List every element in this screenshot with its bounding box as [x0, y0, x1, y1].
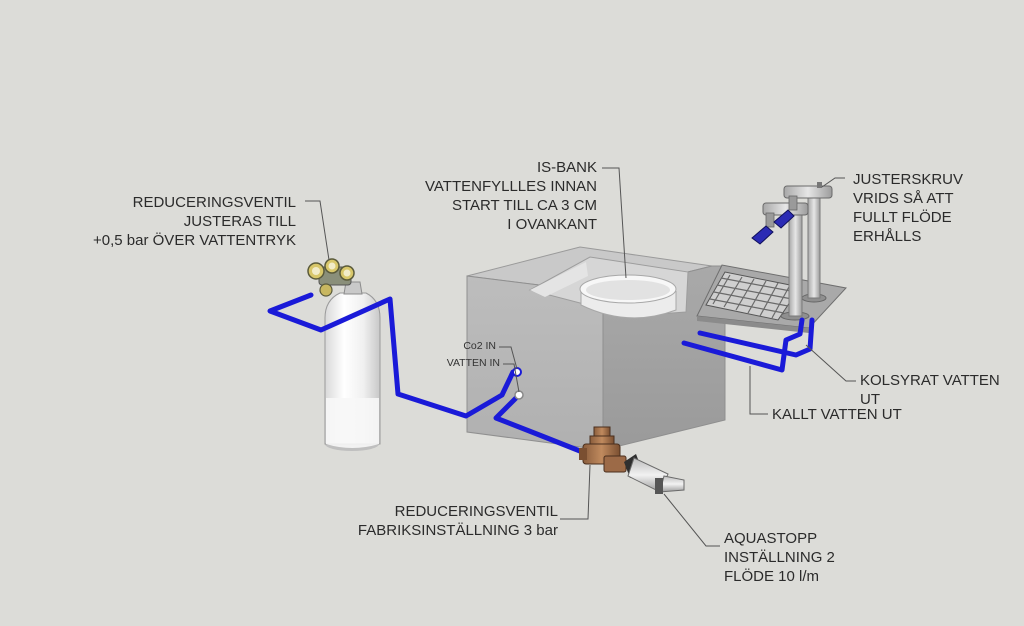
label-line: FABRIKSINSTÄLLNING 3 bar [357, 522, 558, 539]
tap-icon [751, 182, 833, 321]
label-line: AQUASTOPP [724, 530, 818, 547]
label-aquastop: AQUASTOPP INSTÄLLNING 2 FLÖDE 10 l/m [724, 529, 864, 586]
label-water-in: VATTEN IN [446, 357, 500, 369]
label-cold-out: KALLT VATTEN UT [772, 406, 902, 423]
carbonated-water-out-pipe [697, 317, 815, 358]
label-co2-in: Co2 IN [463, 340, 496, 352]
label-co2-regulator: REDUCERINGSVENTIL JUSTERAS TILL +0,5 bar… [40, 193, 296, 250]
leader-water-in [503, 363, 520, 393]
label-carbonated-out: KOLSYRAT VATTEN UT [860, 372, 1000, 408]
label-line: I OVANKANT [507, 216, 597, 233]
leader-co2-in [499, 346, 518, 370]
gas-cylinder-icon [324, 281, 381, 451]
label-line: REDUCERINGSVENTIL [132, 194, 296, 211]
leader-water-regulator [560, 464, 591, 520]
label-line: ERHÅLLS [853, 228, 922, 245]
label-line: REDUCERINGSVENTIL [394, 503, 558, 520]
pressure-regulator-icon [307, 258, 355, 297]
label-line: VATTENFYLLLES INNAN [425, 178, 597, 195]
leader-co2-regulator [305, 200, 330, 261]
label-line: VRIDS SÅ ATT [853, 190, 954, 207]
label-line: JUSTERSKRUV [853, 171, 964, 188]
water-inlet-fitting [514, 390, 524, 400]
label-line: JUSTERAS TILL [183, 213, 296, 230]
label-water-regulator: REDUCERINGSVENTIL FABRIKSINSTÄLLNING 3 b… [340, 502, 558, 540]
aquastop-valve-icon [624, 454, 685, 494]
co2-pipe [267, 292, 516, 419]
label-ice-bank: IS-BANK VATTENFYLLLES INNAN START TILL C… [420, 158, 597, 234]
label-line: IS-BANK [536, 159, 597, 176]
leader-aquastop [663, 493, 720, 547]
drip-tray-icon [696, 264, 847, 333]
water-in-pipe [493, 393, 593, 458]
ice-bank-icon [579, 274, 677, 319]
co2-inlet-fitting [512, 367, 522, 377]
cold-water-out-pipe [681, 317, 805, 373]
leader-adjust-screw [821, 177, 845, 188]
label-line: FULLT FLÖDE [853, 209, 952, 226]
leader-cold-out [749, 366, 768, 415]
water-valve-icon [579, 426, 627, 473]
label-line: INSTÄLLNING 2 [724, 549, 835, 566]
label-line: +0,5 bar ÖVER VATTENTRYK [93, 232, 296, 249]
label-line: START TILL CA 3 CM [451, 197, 597, 214]
leader-ice-bank [602, 167, 627, 279]
label-adjust-screw: JUSTERSKRUV VRIDS SÅ ATT FULLT FLÖDE ERH… [853, 170, 1013, 246]
cooler-box-icon [466, 246, 726, 451]
leader-carbonated-out [805, 344, 856, 382]
label-line: FLÖDE 10 l/m [724, 568, 820, 585]
